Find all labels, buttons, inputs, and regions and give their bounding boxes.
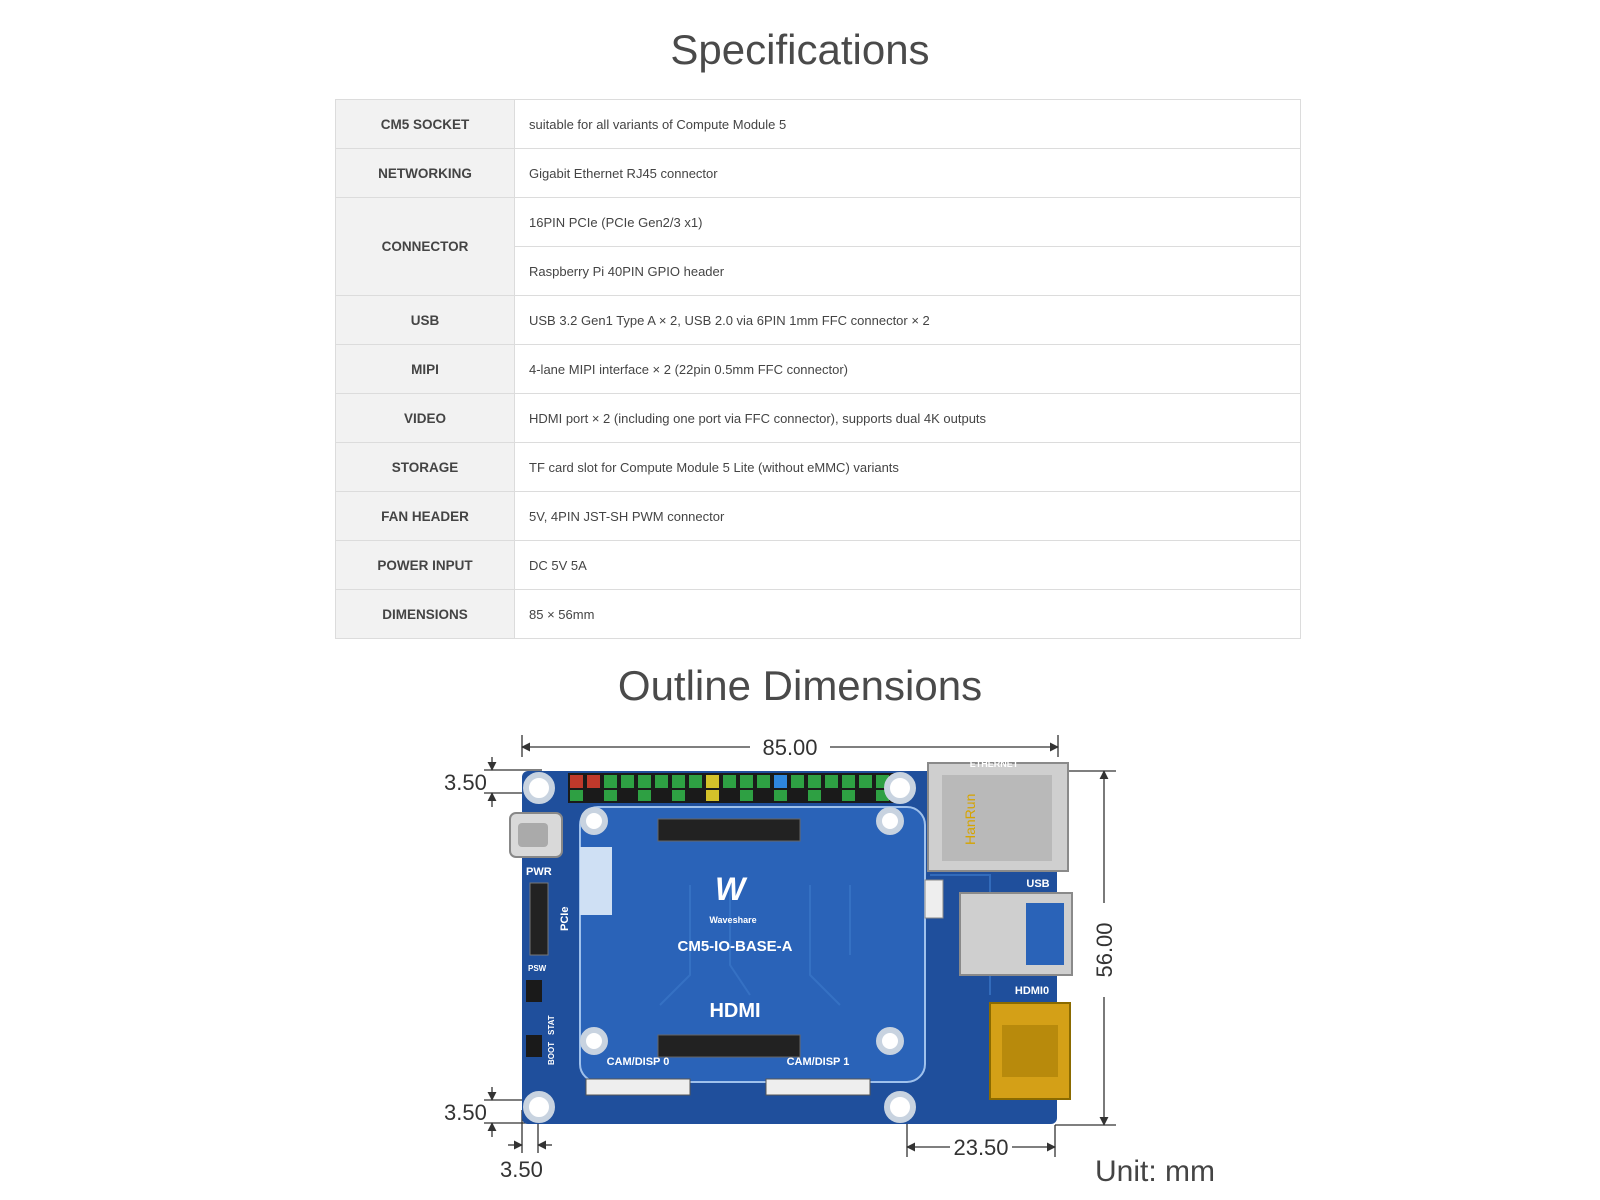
svg-text:HanRun: HanRun <box>962 794 978 845</box>
table-row: STORAGE TF card slot for Compute Module … <box>335 442 1301 492</box>
table-row: POWER INPUT DC 5V 5A <box>335 540 1301 590</box>
unit-label: Unit: mm <box>1095 1155 1215 1188</box>
spec-value: suitable for all variants of Compute Mod… <box>514 99 1301 149</box>
spec-key: FAN HEADER <box>335 491 515 541</box>
spec-value: TF card slot for Compute Module 5 Lite (… <box>514 442 1301 492</box>
gpio-header <box>568 773 900 803</box>
boot-label: BOOT <box>547 1042 556 1065</box>
cam-disp-0-label: CAM/DISP 0 <box>607 1056 670 1068</box>
table-row: NETWORKING Gigabit Ethernet RJ45 connect… <box>335 148 1301 198</box>
hole-offset-bottom-label: 3.50 <box>444 1100 487 1125</box>
table-row: CM5 SOCKET suitable for all variants of … <box>335 99 1301 149</box>
table-row: MIPI 4-lane MIPI interface × 2 (22pin 0.… <box>335 344 1301 394</box>
spec-value: 16PIN PCIe (PCIe Gen2/3 x1) <box>514 197 1301 247</box>
ethernet-port: HanRun <box>927 762 1069 872</box>
table-row: CONNECTOR 16PIN PCIe (PCIe Gen2/3 x1) <box>335 197 1301 296</box>
spec-key: USB <box>335 295 515 345</box>
usb-label: USB <box>1026 878 1049 890</box>
specifications-table: CM5 SOCKET suitable for all variants of … <box>335 99 1301 639</box>
pcie-ffc-connector <box>529 882 549 956</box>
hdmi0-label: HDMI0 <box>1015 985 1049 997</box>
hole-offset-left-label: 3.50 <box>500 1157 543 1182</box>
psw-label: PSW <box>528 964 547 973</box>
spec-value: 4-lane MIPI interface × 2 (22pin 0.5mm F… <box>514 344 1301 394</box>
usb-a-ports <box>959 892 1073 976</box>
table-row: VIDEO HDMI port × 2 (including one port … <box>335 393 1301 443</box>
sticker-pad <box>580 847 612 915</box>
spec-value: Gigabit Ethernet RJ45 connector <box>514 148 1301 198</box>
specifications-title: Specifications <box>670 26 930 73</box>
hdmi-logo-icon: HDMI <box>709 1000 760 1022</box>
hdmi0-port <box>989 1002 1071 1100</box>
spec-value: DC 5V 5A <box>514 540 1301 590</box>
pcb-board <box>522 771 1057 1124</box>
fan-header <box>924 879 944 919</box>
spec-key: CM5 SOCKET <box>335 99 515 149</box>
waveshare-logo-icon: W <box>715 871 748 907</box>
spec-key: DIMENSIONS <box>335 589 515 639</box>
mounting-holes <box>523 772 916 1123</box>
table-row: Raspberry Pi 40PIN GPIO header <box>336 246 1301 296</box>
table-row: FAN HEADER 5V, 4PIN JST-SH PWM connector <box>335 491 1301 541</box>
width-dimension-label: 85.00 <box>762 735 817 760</box>
cam-disp-connectors <box>585 1078 871 1096</box>
spec-key: NETWORKING <box>335 148 515 198</box>
ethernet-label: ETHERNET <box>970 759 1019 769</box>
model-label: CM5-IO-BASE-A <box>678 938 793 955</box>
spec-value: USB 3.2 Gen1 Type A × 2, USB 2.0 via 6PI… <box>514 295 1301 345</box>
table-row: DIMENSIONS 85 × 56mm <box>335 589 1301 639</box>
spec-value: HDMI port × 2 (including one port via FF… <box>514 393 1301 443</box>
boot-button <box>526 1035 542 1057</box>
spec-value: 5V, 4PIN JST-SH PWM connector <box>514 491 1301 541</box>
outline-dimensions-title: Outline Dimensions <box>617 662 983 709</box>
spec-key: STORAGE <box>335 442 515 492</box>
spec-value: 85 × 56mm <box>514 589 1301 639</box>
spec-key: MIPI <box>335 344 515 394</box>
pcie-label: PCIe <box>559 907 571 931</box>
spec-key: VIDEO <box>335 393 515 443</box>
cm5-socket-connectors <box>657 818 801 1058</box>
spec-key: POWER INPUT <box>335 540 515 590</box>
height-dimension-label: 56.00 <box>1092 922 1117 977</box>
spec-value: Raspberry Pi 40PIN GPIO header <box>514 246 1301 296</box>
brand-label: Waveshare <box>709 915 756 925</box>
cam-disp-1-label: CAM/DISP 1 <box>787 1056 850 1068</box>
width-dimension <box>521 735 1059 757</box>
table-row: USB USB 3.2 Gen1 Type A × 2, USB 2.0 via… <box>335 295 1301 345</box>
board-outline-diagram: 85.00 56.00 3.50 3.50 3.50 23.50 Unit <box>444 735 1215 1188</box>
power-button <box>526 980 542 1002</box>
hole-offset-top-label: 3.50 <box>444 770 487 795</box>
hole-spacing-right-label: 23.50 <box>953 1135 1008 1160</box>
spec-key: CONNECTOR <box>335 197 515 296</box>
usb-c-power-port <box>509 812 563 858</box>
stat-label: STAT <box>547 1015 556 1035</box>
pwr-label: PWR <box>526 866 552 878</box>
